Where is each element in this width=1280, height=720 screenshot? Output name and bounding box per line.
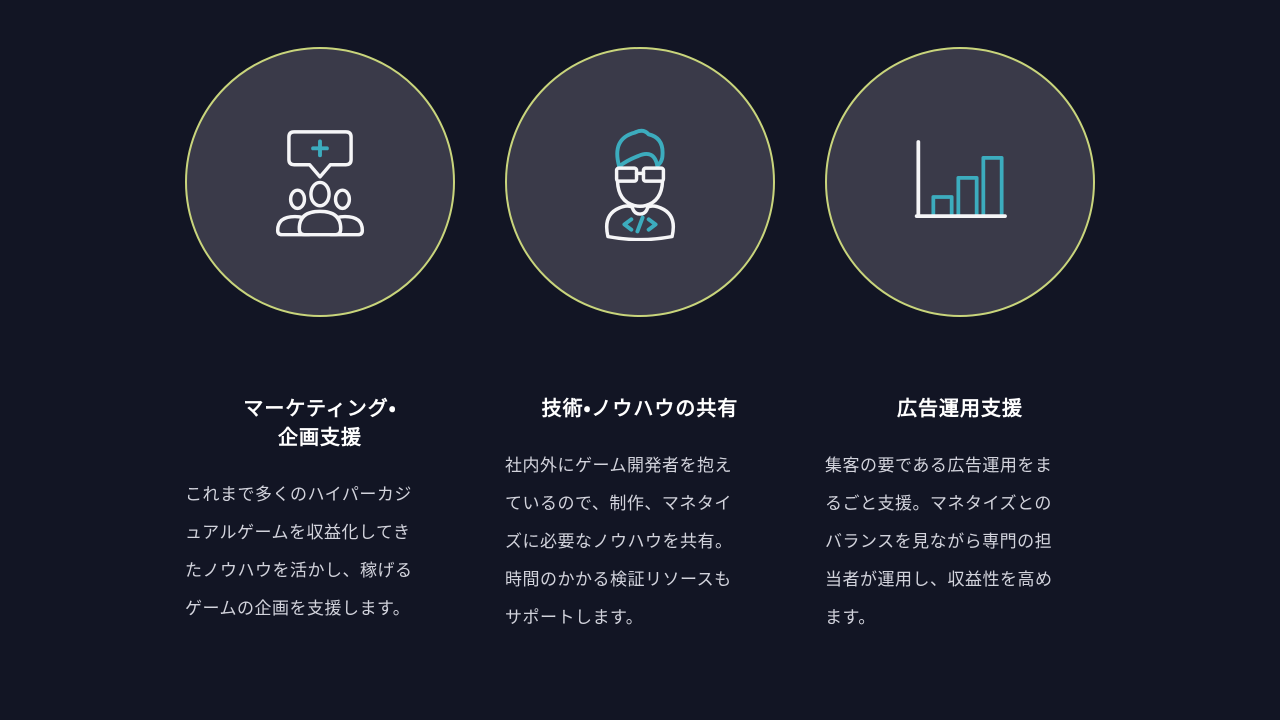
developer-code-icon xyxy=(604,128,676,241)
card-title: 技術・ノウハウの共有 xyxy=(541,398,739,420)
feature-card-ad-operation: 広告運用支援 集客の要である広告運用をま るごと支援。マネタイズとの バランスを… xyxy=(825,47,1095,637)
features-section: マーケティング・ 企画支援 これまで多くのハイパーカジ ュアルゲームを収益化して… xyxy=(185,47,1095,637)
card-title: 広告運用支援 xyxy=(897,398,1023,420)
icon-circle xyxy=(185,47,455,317)
icon-circle xyxy=(825,47,1095,317)
feature-card-marketing: マーケティング・ 企画支援 これまで多くのハイパーカジ ュアルゲームを収益化して… xyxy=(185,47,455,637)
bar-chart-growth-icon xyxy=(914,140,1007,219)
feature-card-tech-knowhow: 技術・ノウハウの共有 社内外にゲーム開発者を抱え ているので、制作、マネタイ ズ… xyxy=(505,47,775,637)
card-description: 社内外にゲーム開発者を抱え ているので、制作、マネタイ ズに必要なノウハウを共有… xyxy=(505,456,733,627)
icon-circle xyxy=(505,47,775,317)
card-title: マーケティング・ 企画支援 xyxy=(243,398,397,449)
card-description: これまで多くのハイパーカジ ュアルゲームを収益化してき たノウハウを活かし、稼げ… xyxy=(185,485,413,618)
card-description: 集客の要である広告運用をま るごと支援。マネタイズとの バランスを見ながら専門の… xyxy=(825,456,1053,627)
group-discussion-plus-icon xyxy=(275,130,365,237)
